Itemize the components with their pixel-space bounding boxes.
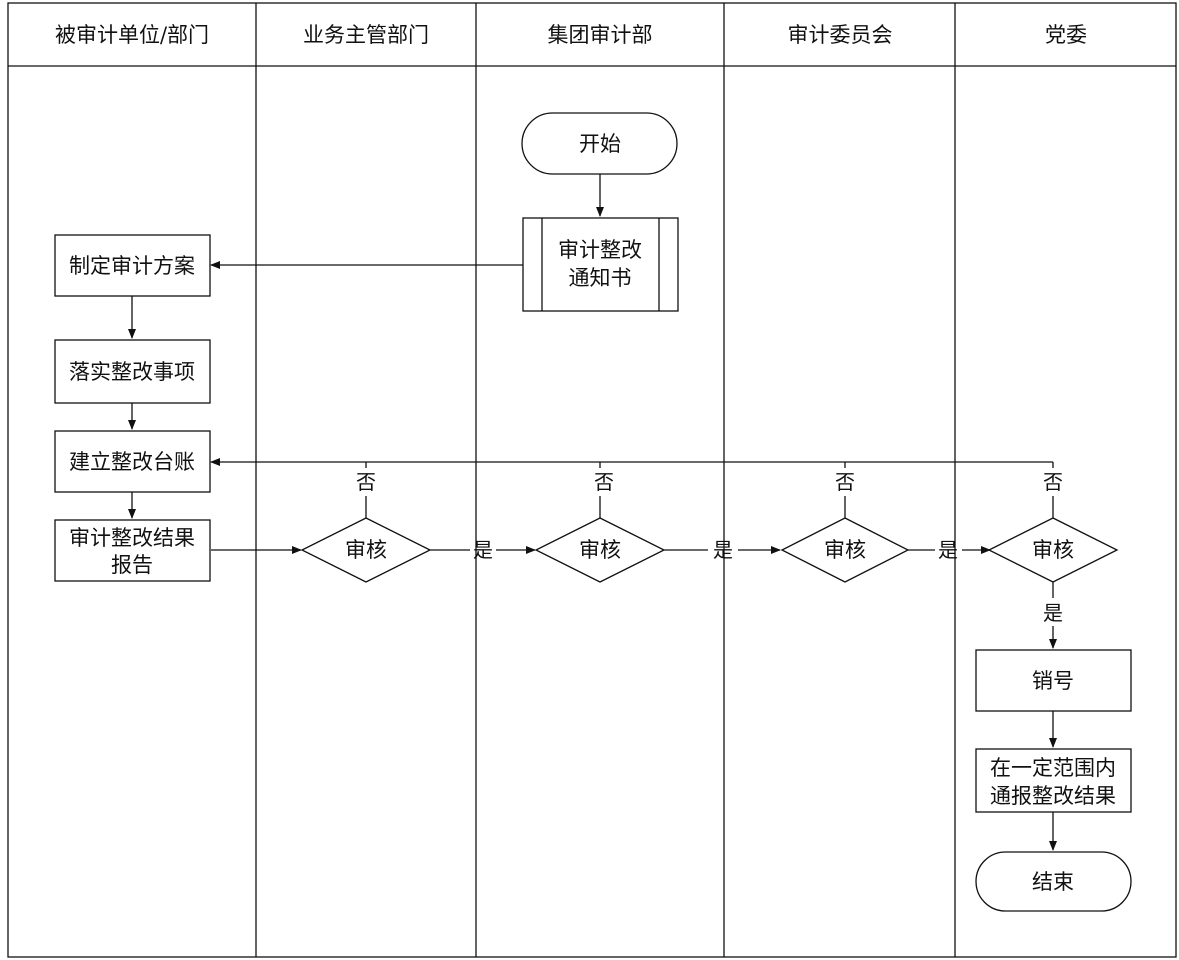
start-label: 开始	[579, 132, 621, 156]
notify-box: 在一定范围内 通报整改结果	[975, 748, 1132, 813]
swimlane-grid	[7, 2, 1177, 958]
connectors	[128, 174, 1057, 851]
lane-header-party-committee: 党委	[1045, 23, 1087, 47]
plan-label: 制定审计方案	[69, 254, 195, 278]
cancel-box: 销号	[975, 649, 1132, 712]
report-label-line2: 报告	[111, 553, 153, 577]
yes-label-1: 是	[473, 538, 493, 562]
no-label-3: 否	[835, 470, 855, 494]
cancel-label: 销号	[1032, 669, 1074, 693]
report-label-line1: 审计整改结果	[69, 526, 195, 550]
lane-header-audit-committee: 审计委员会	[788, 23, 893, 47]
report-box: 审计整改结果 报告	[54, 519, 211, 582]
ledger-label: 建立整改台账	[69, 450, 195, 474]
no-label-1: 否	[356, 470, 376, 494]
implement-box: 落实整改事项	[54, 339, 211, 404]
notify-label-line1: 在一定范围内	[990, 756, 1116, 780]
review1-label: 审核	[345, 538, 387, 562]
start-terminator: 开始	[521, 112, 678, 175]
end-label: 结束	[1032, 870, 1074, 894]
implement-label: 落实整改事项	[69, 360, 195, 384]
lane-header-audited-unit: 被审计单位/部门	[55, 23, 209, 47]
review2-label: 审核	[579, 538, 621, 562]
review-diamond-party: 审核	[987, 517, 1119, 583]
no-label-2: 否	[594, 470, 614, 494]
review-diamond-committee: 审核	[780, 517, 910, 583]
yes-label-4: 是	[1043, 601, 1063, 625]
lane-header-business-department: 业务主管部门	[303, 23, 429, 47]
review4-label: 审核	[1032, 538, 1074, 562]
no-label-4: 否	[1043, 470, 1063, 494]
notice-label-line1: 审计整改	[558, 238, 642, 262]
notify-label-line2: 通报整改结果	[990, 784, 1116, 808]
notice-label-line2: 通知书	[569, 266, 632, 290]
lane-header-group-audit-department: 集团审计部	[548, 23, 653, 47]
yes-label-3: 是	[938, 538, 958, 562]
review-diamond-audit-dept: 审核	[534, 517, 666, 583]
end-terminator: 结束	[975, 851, 1132, 912]
review3-label: 审核	[824, 538, 866, 562]
review-diamond-business: 审核	[300, 517, 432, 583]
plan-box: 制定审计方案	[54, 234, 211, 297]
audit-rectification-notice-box: 审计整改 通知书	[522, 217, 679, 312]
ledger-box: 建立整改台账	[54, 430, 211, 493]
yes-label-2: 是	[713, 538, 733, 562]
